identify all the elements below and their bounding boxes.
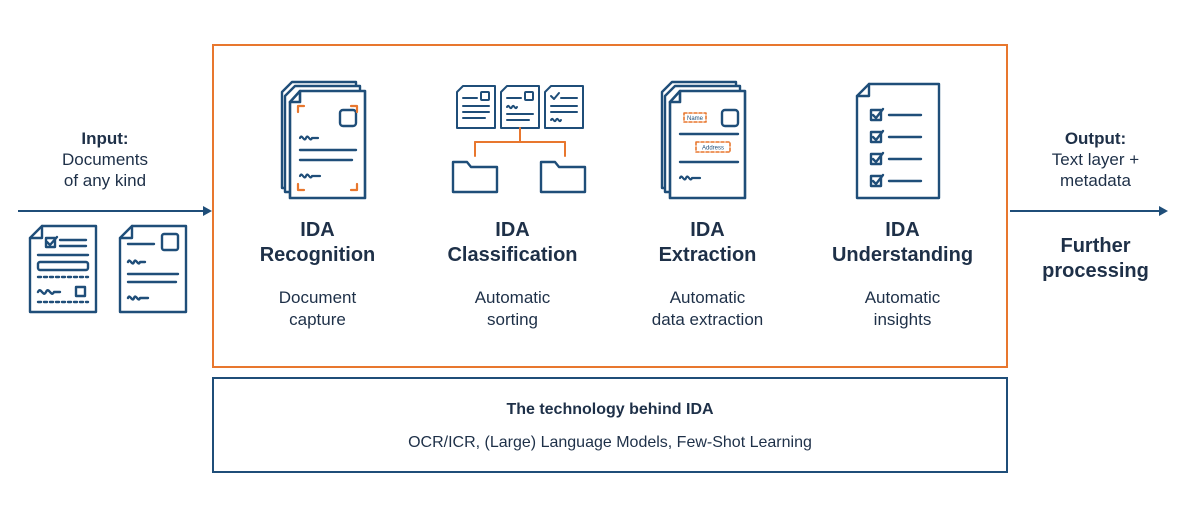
stage-recognition-title-line-1: IDA (300, 219, 335, 241)
stage-classification-desc-line-1: Automatic (474, 288, 551, 307)
input-line-1: Documents (62, 150, 148, 169)
stage-recognition-desc-line-2: capture (289, 310, 346, 329)
stage-understanding-title-line-1: IDA (885, 219, 920, 241)
classification-folders-icon (451, 85, 587, 194)
output-label: Output: Text layer + metadata (1018, 128, 1173, 191)
stage-classification-desc: Automatic sorting (415, 287, 610, 331)
checklist-icon (855, 82, 941, 200)
technology-box: The technology behind IDA OCR/ICR, (Larg… (212, 377, 1008, 473)
further-line-1: Further (1060, 235, 1131, 257)
technology-subtitle: OCR/ICR, (Large) Language Models, Few-Sh… (408, 434, 812, 451)
input-title: Input: (81, 129, 129, 148)
stage-extraction: Name Address IDA Extraction Automatic da… (610, 46, 805, 370)
further-line-2: processing (1042, 260, 1149, 282)
technology-title: The technology behind IDA (506, 401, 714, 418)
input-line-2: of any kind (63, 171, 147, 190)
stage-understanding: IDA Understanding Automatic insights (805, 46, 1000, 370)
stage-extraction-title: IDA Extraction (610, 218, 805, 268)
stage-understanding-desc-line-1: Automatic (864, 288, 941, 307)
output-line-1: Text layer + (1051, 150, 1140, 169)
stage-understanding-desc-line-2: insights (873, 310, 932, 329)
stage-extraction-desc: Automatic data extraction (610, 287, 805, 331)
stage-extraction-title-line-1: IDA (690, 219, 725, 241)
extraction-document-icon: Name Address (660, 80, 747, 200)
further-processing-label: Further processing (1018, 234, 1173, 284)
stage-recognition-desc: Document capture (220, 287, 415, 331)
stage-extraction-title-line-2: Extraction (658, 244, 757, 266)
stage-understanding-title: IDA Understanding (805, 218, 1000, 268)
stage-classification-title: IDA Classification (415, 218, 610, 268)
stage-extraction-desc-line-1: Automatic (669, 288, 746, 307)
stage-extraction-desc-line-2: data extraction (651, 310, 764, 329)
stage-classification-title-line-1: IDA (495, 219, 530, 241)
stage-recognition: IDA Recognition Document capture (220, 46, 415, 370)
stage-understanding-title-line-2: Understanding (831, 244, 974, 266)
stage-classification: IDA Classification Automatic sorting (415, 46, 610, 370)
stage-classification-desc-line-2: sorting (486, 310, 539, 329)
recognition-document-stack-icon (280, 80, 367, 200)
stage-recognition-desc-line-1: Document (278, 288, 357, 307)
output-title: Output: (1064, 129, 1127, 148)
extraction-name-label: Name (687, 116, 704, 122)
stage-recognition-title-line-2: Recognition (259, 244, 376, 266)
stage-understanding-desc: Automatic insights (805, 287, 1000, 331)
input-documents-icon (28, 224, 188, 314)
stage-recognition-title: IDA Recognition (220, 218, 415, 268)
extraction-address-label: Address (702, 146, 724, 152)
stage-classification-title-line-2: Classification (447, 244, 578, 266)
ida-stages-box: IDA Recognition Document capture (212, 44, 1008, 368)
output-line-2: metadata (1060, 171, 1131, 190)
input-label: Input: Documents of any kind (20, 128, 190, 191)
